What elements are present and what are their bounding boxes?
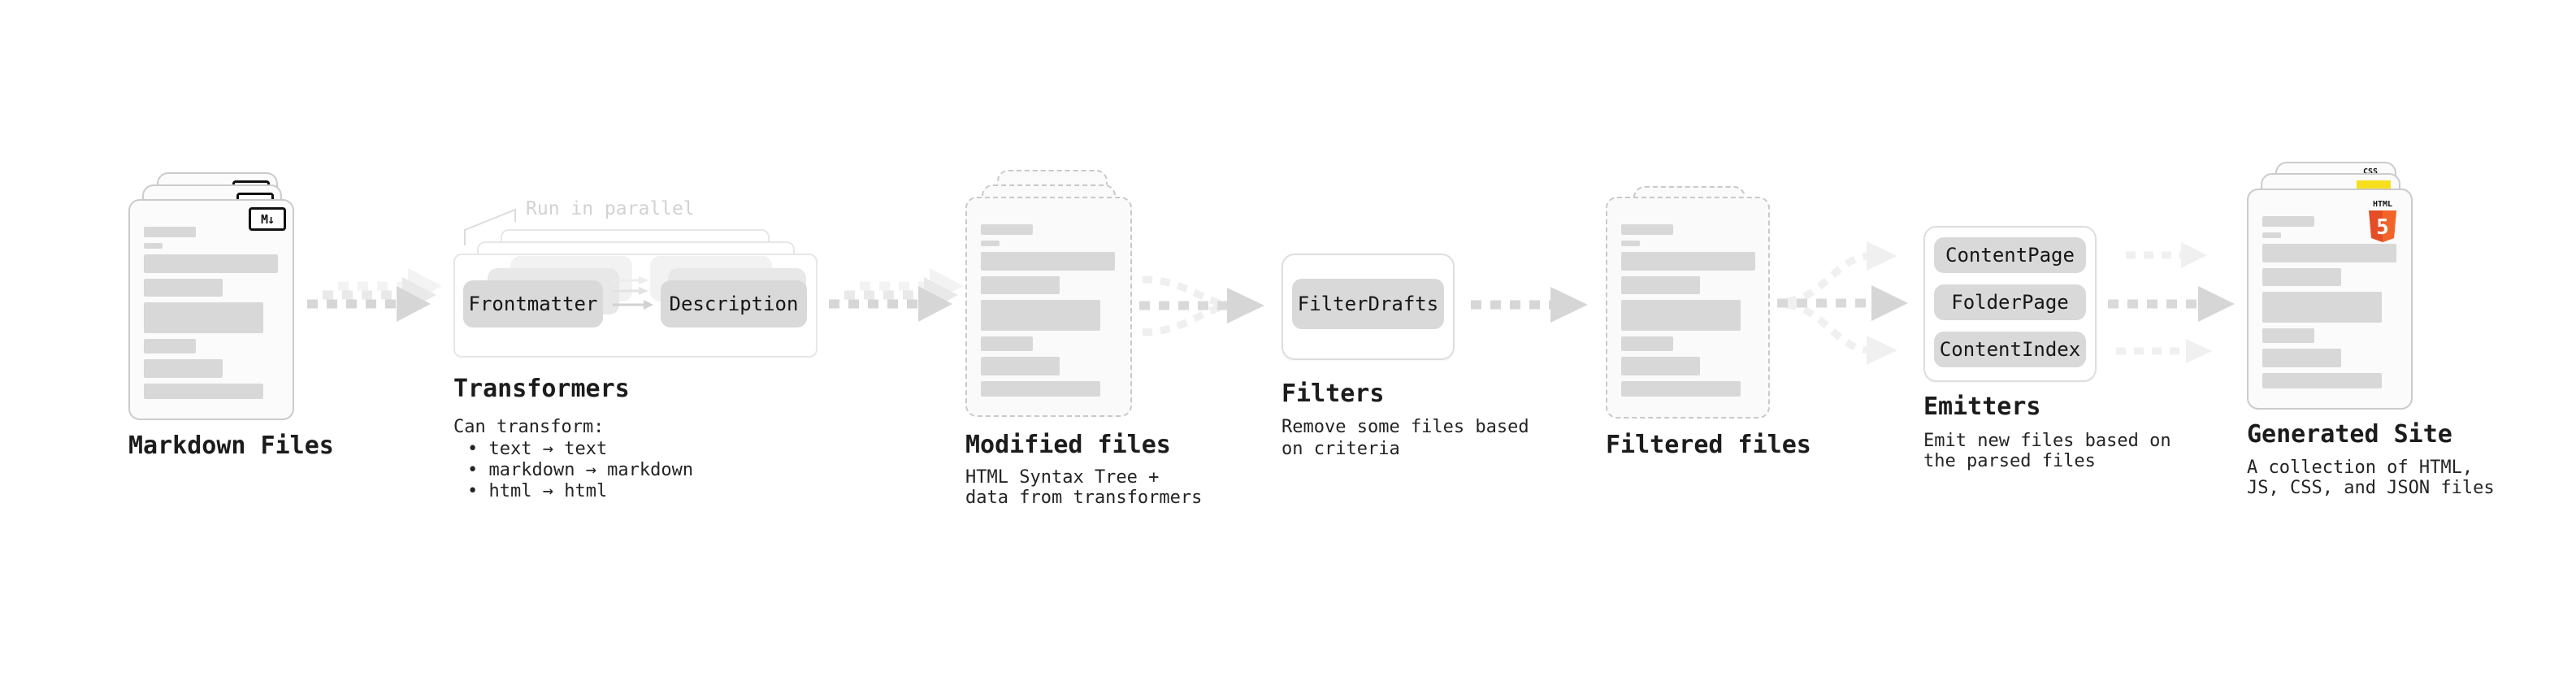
arrow-modified-to-filters (1139, 275, 1264, 336)
placeholder-bar (144, 243, 163, 249)
placeholder-bar (144, 302, 263, 333)
placeholder-bar (2262, 292, 2382, 323)
placeholder-bar (981, 300, 1100, 331)
arrow-emitters-to-generated (2108, 242, 2235, 363)
placeholder-bar (2262, 328, 2314, 343)
placeholder-bar (144, 339, 196, 354)
placeholder-bar (2262, 349, 2341, 367)
stage-modified-files: Modified files HTML Syntax Tree + data f… (965, 170, 1202, 511)
generated-site-desc: A collection of HTML, (2247, 458, 2474, 478)
placeholder-bar (1621, 241, 1640, 246)
emitters-label: Emitters (1923, 393, 2041, 421)
placeholder-bar (981, 381, 1100, 397)
placeholder-bar (1621, 300, 1741, 331)
stage-filters: FilterDrafts Filters Remove some files b… (1281, 254, 1529, 473)
generated-site-desc: JS, CSS, and JSON files (2247, 478, 2495, 498)
doc-content-placeholder (1621, 224, 1755, 397)
modified-files-label: Modified files (965, 431, 1171, 459)
placeholder-bar (981, 252, 1115, 271)
placeholder-bar (2262, 373, 2382, 388)
arrow-transformers-to-modified (829, 268, 964, 322)
filterdrafts-pill: FilterDrafts (1292, 279, 1444, 329)
filtered-files-label: Filtered files (1606, 431, 1811, 459)
stage-generated-site: CSS HTML 5 Gen (2247, 162, 2495, 511)
modified-files-desc: data from transformers (965, 488, 1203, 508)
transformers-bullet: • html → html (467, 481, 608, 501)
placeholder-bar (144, 279, 223, 297)
contentpage-pill: ContentPage (1934, 237, 2086, 273)
doc-content-placeholder (981, 224, 1115, 397)
contentindex-pill: ContentIndex (1934, 332, 2086, 367)
filters-desc: on criteria (1281, 439, 1400, 459)
modified-files-desc: HTML Syntax Tree + (965, 467, 1160, 488)
html5-icon: HTML 5 (2369, 200, 2396, 242)
placeholder-bar (1621, 276, 1700, 294)
pill-transform-arrows (613, 276, 653, 310)
placeholder-bar (2262, 244, 2396, 262)
markdown-doc-front: M↓ (128, 199, 294, 420)
svg-text:HTML: HTML (2373, 200, 2392, 209)
placeholder-bar (144, 384, 263, 399)
placeholder-bar (981, 241, 1000, 246)
placeholder-bar (2262, 216, 2314, 227)
placeholder-bar (1621, 336, 1673, 351)
placeholder-bar (1621, 224, 1673, 235)
annotation-connector-line (464, 208, 516, 245)
placeholder-bar (144, 254, 278, 273)
frontmatter-pill: Frontmatter (463, 280, 603, 327)
placeholder-bar (981, 336, 1033, 351)
transformers-heading: Can transform: (453, 417, 605, 437)
modified-doc-front (965, 197, 1132, 417)
markdown-icon: M↓ (249, 207, 286, 231)
emitters-desc: Emit new files based on (1923, 431, 2171, 451)
placeholder-bar (144, 227, 196, 237)
markdown-files-label: Markdown Files (128, 432, 334, 460)
stage-markdown-files: M↓ M↓ M↓ Markdown Files (128, 172, 340, 473)
svg-text:5: 5 (2376, 215, 2389, 240)
description-pill: Description (661, 280, 807, 327)
placeholder-bar (981, 276, 1060, 294)
doc-content-placeholder (2262, 216, 2396, 388)
arrow-filtered-to-emitters (1777, 241, 1908, 365)
folderpage-pill: FolderPage (1934, 284, 2086, 320)
placeholder-bar (981, 224, 1033, 235)
generated-site-label: Generated Site (2247, 420, 2452, 449)
emitters-desc: the parsed files (1923, 451, 2096, 471)
filtered-doc-front (1606, 197, 1770, 419)
placeholder-bar (1621, 381, 1741, 397)
css-icon-label: CSS (2362, 167, 2379, 176)
transformers-bullet: • markdown → markdown (467, 460, 694, 480)
arrow-markdown-to-transformers (307, 268, 442, 322)
placeholder-bar (2262, 232, 2281, 238)
filters-label: Filters (1281, 380, 1385, 408)
doc-content-placeholder (144, 227, 278, 399)
placeholder-bar (1621, 357, 1700, 375)
generated-doc-front: HTML 5 (2247, 189, 2413, 410)
stage-emitters: ContentPage FolderPage ContentIndex Emit… (1923, 226, 2171, 478)
placeholder-bar (981, 357, 1060, 375)
filters-desc: Remove some files based (1281, 417, 1529, 437)
run-in-parallel-annotation: Run in parallel (526, 198, 695, 219)
placeholder-bar (144, 359, 223, 378)
transformers-label: Transformers (453, 375, 630, 403)
arrow-filters-to-filtered (1471, 287, 1588, 323)
placeholder-bar (1621, 252, 1755, 271)
placeholder-bar (2262, 268, 2341, 286)
stage-filtered-files: Filtered files (1606, 186, 1817, 511)
stage-transformers: Run in parallel Frontmatter Description … (452, 195, 834, 512)
transformers-bullet: • text → text (467, 439, 608, 459)
